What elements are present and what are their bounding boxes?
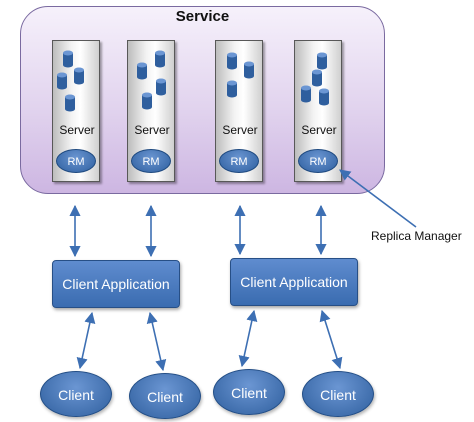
client-node-3: Client xyxy=(213,369,285,415)
database-icon xyxy=(312,69,322,87)
rm-node: RM xyxy=(56,149,96,173)
callout-arrow xyxy=(339,169,417,228)
client-application-2: Client Application xyxy=(230,258,358,306)
database-icon xyxy=(155,50,165,68)
database-icon xyxy=(74,67,84,85)
client-application-1: Client Application xyxy=(52,260,180,308)
database-icon-group xyxy=(57,50,84,112)
bidirectional-arrow xyxy=(76,311,96,370)
database-icon xyxy=(227,52,237,70)
database-icon xyxy=(156,78,166,96)
rm-node: RM xyxy=(298,149,338,173)
server-panel-2: Server RM xyxy=(127,40,175,182)
server-label: Server xyxy=(222,123,258,137)
server-panel-1: Server RM xyxy=(52,40,100,182)
database-icon xyxy=(142,92,152,110)
client-node-4: Client xyxy=(302,371,374,417)
database-icon xyxy=(57,72,67,90)
database-icon xyxy=(317,52,327,70)
bidirectional-arrow xyxy=(319,309,343,370)
bidirectional-arrow xyxy=(238,309,258,368)
rm-node: RM xyxy=(131,149,171,173)
database-icon xyxy=(301,85,311,103)
database-icon xyxy=(137,62,147,80)
database-icon xyxy=(65,94,75,112)
replica-manager-callout-label: Replica Manager xyxy=(371,229,462,243)
service-title: Service xyxy=(175,8,230,25)
client-node-2: Client xyxy=(129,373,201,419)
database-icon xyxy=(319,88,329,106)
server-label: Server xyxy=(301,123,337,137)
database-icon-group xyxy=(137,50,166,110)
server-panel-4: Server RM xyxy=(294,40,342,182)
client-node-1: Client xyxy=(40,371,112,417)
server-label: Server xyxy=(134,123,170,137)
database-icon xyxy=(227,80,237,98)
server-panel-3: Server RM xyxy=(215,40,263,182)
database-icon xyxy=(244,61,254,79)
server-label: Server xyxy=(59,123,95,137)
database-icon xyxy=(63,50,73,68)
database-icon-group xyxy=(301,52,329,106)
bidirectional-arrow xyxy=(146,311,167,372)
database-icon-group xyxy=(227,52,254,98)
rm-node: RM xyxy=(219,149,259,173)
